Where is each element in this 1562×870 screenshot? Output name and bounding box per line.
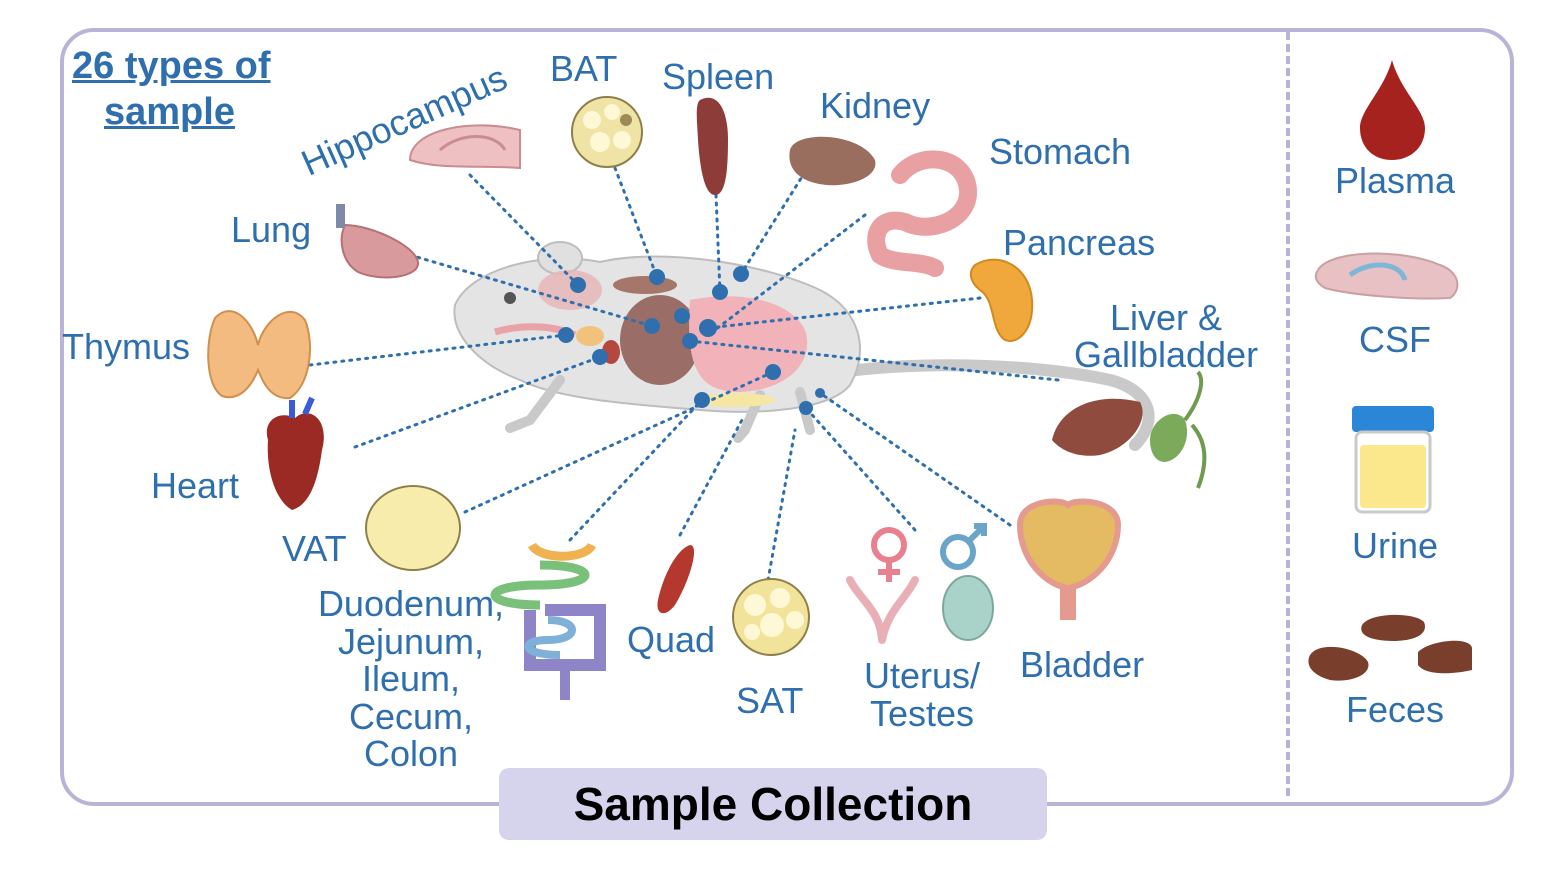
label-plasma: Plasma: [1334, 160, 1456, 201]
leader-lines: [308, 166, 1060, 582]
intestine-icon: [490, 542, 606, 700]
stomach-icon: [867, 150, 977, 277]
kidney-icon: [789, 136, 876, 186]
label-liver-line1: Liver &: [1109, 297, 1223, 338]
bat-icon: [571, 96, 643, 168]
label-quad: Quad: [627, 619, 716, 660]
quad-muscle-icon: [657, 545, 695, 614]
label-bladder: Bladder: [1020, 644, 1145, 685]
sat-icon: [732, 578, 810, 656]
label-intestine-5: Colon: [363, 733, 459, 774]
lung-icon: [336, 204, 419, 279]
title-banner: Sample Collection: [499, 768, 1047, 840]
label-stomach: Stomach: [989, 131, 1132, 172]
uterus-icon: [846, 576, 919, 644]
label-intestine-2: Jejunum,: [337, 621, 485, 662]
male-symbol-icon: [940, 523, 987, 570]
label-pancreas: Pancreas: [1003, 222, 1156, 263]
label-kidney: Kidney: [820, 85, 931, 126]
dashed-divider: [1286, 32, 1290, 796]
feces-icon: [1308, 614, 1472, 681]
label-intestine-3: Ileum,: [361, 658, 461, 699]
label-feces: Feces: [1345, 689, 1445, 730]
heart-icon: [266, 396, 324, 510]
hippocampus-icon: [408, 124, 521, 170]
mouse-illustration: [453, 241, 1155, 451]
urine-cup-icon: [1352, 406, 1434, 514]
pancreas-icon: [969, 258, 1034, 342]
testis-icon: [942, 575, 994, 641]
gallbladder-icon: [1150, 370, 1207, 489]
label-vat: VAT: [282, 528, 347, 569]
label-intestine-4: Cecum,: [348, 696, 474, 737]
label-thymus: Thymus: [62, 326, 191, 367]
liver-icon: [1052, 398, 1143, 456]
label-sat: SAT: [736, 680, 804, 721]
label-intestine-1: Duodenum,: [317, 583, 505, 624]
sample-dots: [558, 266, 825, 415]
header-line-1: 26 types of: [72, 45, 271, 87]
bladder-icon: [1016, 498, 1122, 620]
brain-csf-icon: [1314, 252, 1459, 300]
banner-title: Sample Collection: [573, 778, 973, 830]
label-urine: Urine: [1351, 525, 1439, 566]
header-line-2: sample: [104, 91, 235, 133]
label-heart: Heart: [151, 465, 240, 506]
label-lung: Lung: [231, 209, 312, 250]
label-uterus-line2: Testes: [869, 693, 975, 734]
label-spleen: Spleen: [662, 56, 775, 97]
label-bat: BAT: [550, 48, 618, 89]
thymus-icon: [207, 310, 311, 400]
blood-drop-icon: [1360, 60, 1425, 160]
spleen-icon: [696, 97, 728, 195]
label-liver-line2: Gallbladder: [1073, 334, 1259, 375]
female-symbol-icon: [871, 527, 907, 582]
label-csf: CSF: [1359, 319, 1431, 360]
vat-icon: [365, 485, 461, 571]
label-uterus-line1: Uterus/: [863, 655, 981, 696]
